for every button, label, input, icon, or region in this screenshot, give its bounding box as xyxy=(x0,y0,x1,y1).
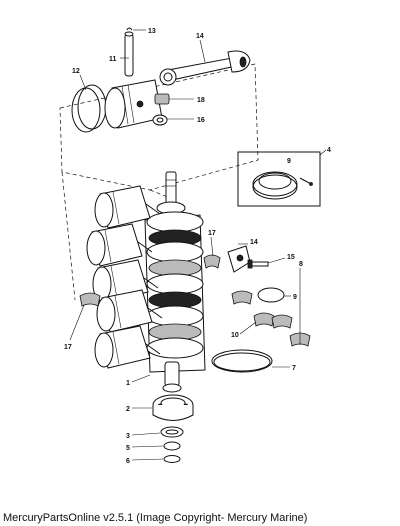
bearing-halves xyxy=(231,287,311,347)
callout-6: 6 xyxy=(126,458,130,465)
rod-cap xyxy=(227,245,251,273)
washer xyxy=(163,455,181,463)
callout-10: 10 xyxy=(231,332,239,339)
exploded-parts-diagram: 13 11 12 14 18 16 4 9 17 14 15 8 9 10 7 … xyxy=(59,27,331,465)
callout-5: 5 xyxy=(126,445,130,452)
piston-4 xyxy=(96,289,163,333)
piston-1 xyxy=(94,185,161,229)
upper-assembly-outline xyxy=(59,63,259,191)
crankshaft xyxy=(144,171,206,393)
callout-17-left: 17 xyxy=(64,344,72,351)
callout-1: 1 xyxy=(126,380,130,387)
connecting-rod-upper xyxy=(159,50,251,86)
piston-rings xyxy=(71,84,107,133)
callout-9: 9 xyxy=(293,294,297,301)
rod-bolt xyxy=(247,259,269,269)
ball-bearing xyxy=(152,394,194,421)
piston-5 xyxy=(94,325,161,369)
callout-14-right: 14 xyxy=(250,239,258,246)
piston-upper xyxy=(104,79,163,129)
callout-13: 13 xyxy=(148,28,156,35)
callout-2: 2 xyxy=(126,406,130,413)
o-ring xyxy=(163,441,181,451)
piston-2 xyxy=(86,223,153,267)
callout-11: 11 xyxy=(109,56,117,63)
callout-8: 8 xyxy=(299,261,303,268)
callout-15: 15 xyxy=(287,254,295,261)
piston-pin xyxy=(124,31,134,77)
callout-4: 4 xyxy=(327,147,331,154)
callout-17-right: 17 xyxy=(208,230,216,237)
callout-16: 16 xyxy=(197,117,205,124)
retaining-ring xyxy=(211,349,273,373)
seal-mark-9: 9 xyxy=(287,158,291,165)
callout-7: 7 xyxy=(292,365,296,372)
bearing-cage-right xyxy=(203,254,221,269)
callout-14: 14 xyxy=(196,33,204,40)
needle-bearing xyxy=(154,93,170,105)
thrust-washer xyxy=(152,114,168,126)
seal-kit-box xyxy=(237,151,321,207)
image-caption: MercuryPartsOnline v2.5.1 (Image Copyrig… xyxy=(3,512,308,524)
callout-18: 18 xyxy=(197,97,205,104)
seal-ring xyxy=(160,426,184,438)
leader-lines xyxy=(69,29,327,461)
callout-12: 12 xyxy=(72,68,80,75)
pin-retainer xyxy=(126,27,133,31)
callout-3: 3 xyxy=(126,433,130,440)
bearing-cage-left xyxy=(79,292,101,307)
